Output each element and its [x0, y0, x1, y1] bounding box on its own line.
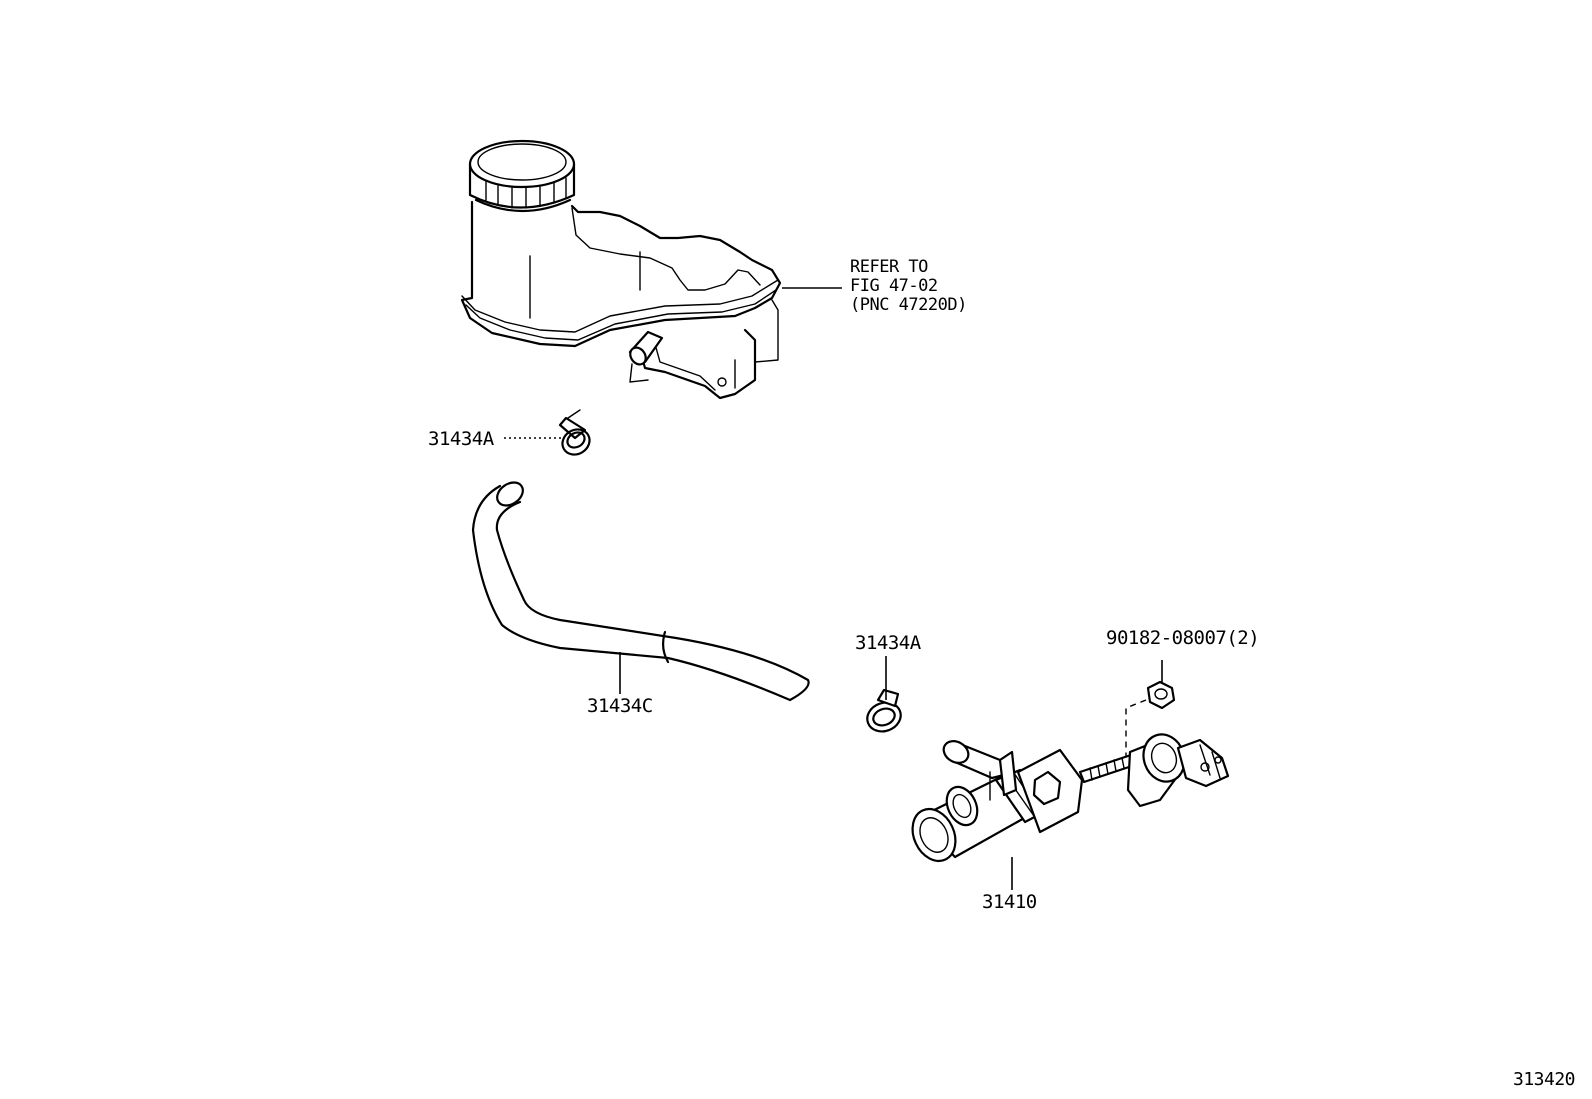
hose-clip-upper [558, 409, 591, 456]
figure-number: 313420 [1513, 1069, 1576, 1090]
callout-hose: 31434C [587, 695, 653, 717]
callout-clip-lower: 31434A [855, 632, 921, 654]
hose-clip-lower [866, 688, 902, 733]
reference-note-line1: REFER TO [850, 257, 928, 277]
leader-lines [504, 287, 1163, 890]
clutch-master-cylinder [911, 699, 1230, 862]
reservoir-hose [471, 481, 810, 702]
callout-nut: 90182-08007(2) [1106, 627, 1260, 649]
reference-note-line3: (PNC 47220D) [850, 295, 967, 315]
reservoir-tank [460, 139, 782, 400]
callout-master-cylinder: 31410 [982, 891, 1037, 913]
nut [1146, 680, 1176, 710]
reference-note-line2: FIG 47-02 [850, 276, 938, 296]
callout-clip-upper: 31434A [428, 428, 494, 450]
